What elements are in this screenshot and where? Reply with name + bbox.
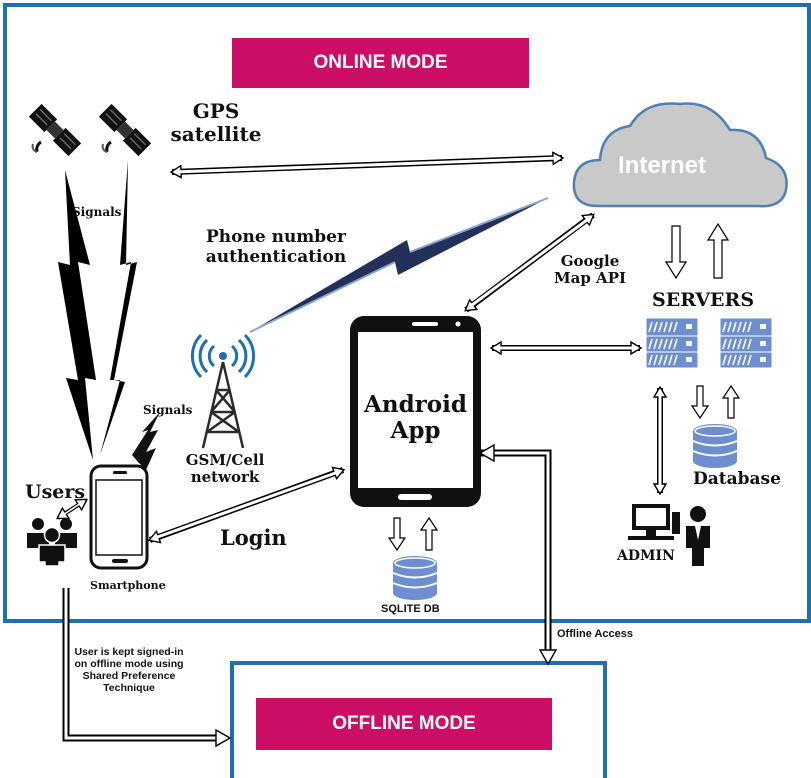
offline-mode-frame: [230, 661, 607, 778]
signals-label-phone: Signals: [143, 403, 193, 417]
android-app-label: Android App: [364, 391, 467, 445]
signal-bolt-left: [58, 170, 96, 460]
gps-satellite-label: GPS satellite: [170, 99, 262, 146]
tablet-icon: [350, 316, 481, 507]
signal-bolt-right: [100, 160, 137, 455]
database-icon: [692, 423, 738, 469]
cloud-icon: [572, 102, 788, 208]
servers-label: SERVERS: [652, 289, 755, 311]
smartphone-icon: [89, 464, 149, 570]
app-sqlite-arrows: [387, 516, 439, 552]
login-label: Login: [220, 525, 287, 550]
online-mode-banner: ONLINE MODE: [232, 38, 529, 88]
admin-label: ADMIN: [617, 548, 675, 564]
internet-servers-arrows: [664, 222, 730, 280]
online-mode-frame: [3, 3, 811, 623]
users-icon: [27, 518, 77, 567]
database-icon: [392, 555, 438, 601]
internet-label: Internet: [618, 152, 707, 179]
satellite-icon: [97, 102, 153, 158]
signals-label-left: Signals: [72, 205, 122, 219]
database-label: Database: [693, 469, 781, 489]
server-icon: [645, 317, 699, 369]
offline-access-label: Offline Access: [557, 628, 634, 640]
cell-tower-icon: [190, 333, 256, 449]
users-label: Users: [25, 481, 86, 503]
google-map-api-label: Google Map API: [554, 252, 626, 288]
offline-mode-banner: OFFLINE MODE: [256, 698, 552, 750]
phone-auth-label: Phone number authentication: [205, 227, 347, 267]
admin-icon: [628, 504, 710, 566]
gsm-cell-label: GSM/Cell network: [185, 451, 265, 487]
sqlite-db-label: SQLITE DB: [381, 603, 440, 615]
phone-signal-bolt: [132, 412, 160, 470]
signed-in-note: User is kept signed-in on offline mode u…: [74, 646, 184, 695]
servers-db-arrows: [690, 384, 741, 420]
smartphone-label: Smartphone: [90, 579, 166, 592]
satellite-icon: [27, 102, 83, 158]
server-icon: [719, 317, 773, 369]
